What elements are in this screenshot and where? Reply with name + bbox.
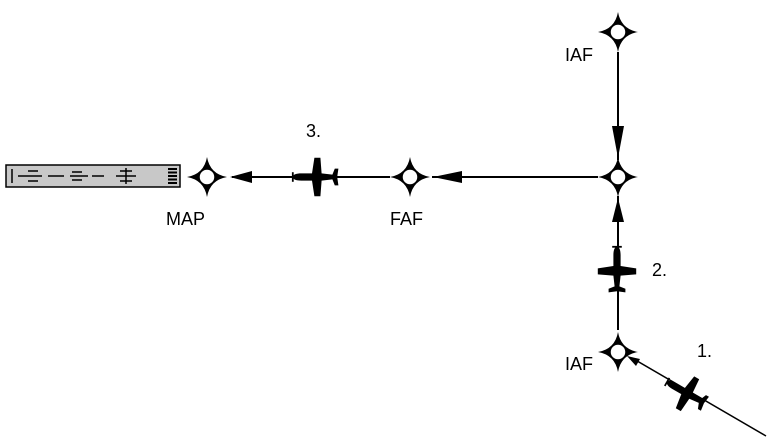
arrow-left-icon <box>230 171 252 183</box>
arrowheads <box>230 126 640 366</box>
waypoint-star-icon <box>186 156 228 198</box>
inbound-track <box>631 357 767 437</box>
airplane-icon <box>596 245 638 294</box>
arrow-down-icon <box>612 126 624 158</box>
route-lines <box>232 52 767 437</box>
airplane-icon <box>657 365 715 421</box>
waypoint-star-icon <box>389 156 431 198</box>
arrow-up-icon <box>612 198 624 222</box>
step-3-label: 3. <box>306 121 321 141</box>
step-2-label: 2. <box>652 260 667 280</box>
waypoint-star-icon <box>597 156 639 198</box>
arrow-left-icon <box>433 171 462 183</box>
step-1-label: 1. <box>697 341 712 361</box>
waypoint-star-icon <box>597 11 639 53</box>
runway-icon <box>5 164 181 188</box>
iaf-top-label: IAF <box>565 45 593 65</box>
airplane-icon <box>291 156 340 198</box>
arrow-upleft-icon <box>627 356 640 366</box>
map-label: MAP <box>166 209 205 229</box>
faf-label: FAF <box>390 209 423 229</box>
iaf-bottom-label: IAF <box>565 354 593 374</box>
waypoint-star-icon <box>597 331 639 373</box>
